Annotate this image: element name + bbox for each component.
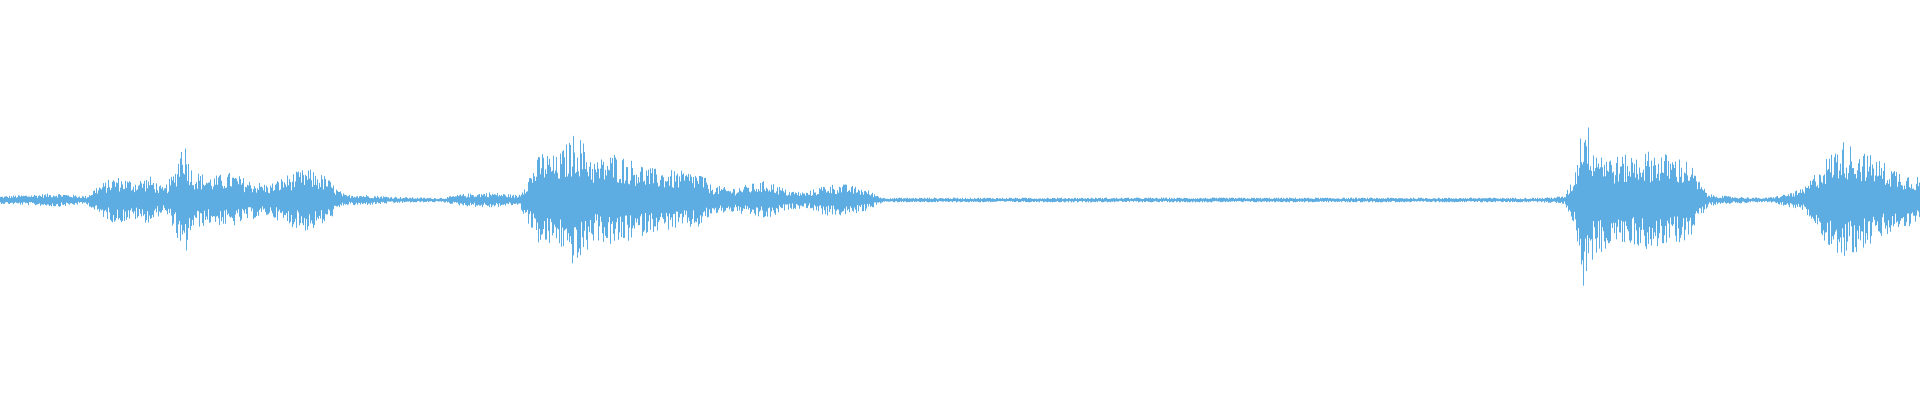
waveform-path — [0, 127, 1920, 286]
waveform-bars — [0, 127, 1920, 286]
